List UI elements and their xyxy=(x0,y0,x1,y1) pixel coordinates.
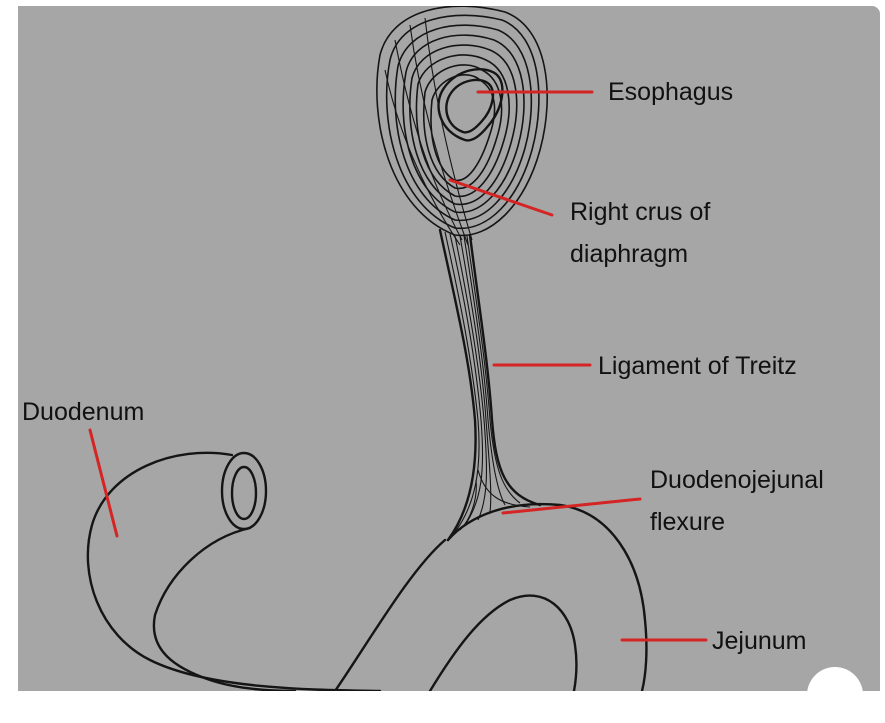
label-duodenum: Duodenum xyxy=(22,398,144,426)
ligament-of-treitz xyxy=(440,230,540,540)
label-ligament: Ligament of Treitz xyxy=(598,352,797,380)
label-esophagus: Esophagus xyxy=(608,78,733,106)
label-flexure-line1: Duodenojejunal xyxy=(650,466,824,494)
label-jejunum: Jejunum xyxy=(712,627,807,655)
label-flexure-line2: flexure xyxy=(650,508,725,536)
corner-badge xyxy=(807,667,863,723)
right-crus-loops xyxy=(377,6,547,245)
anatomy-diagram: Esophagus Right crus of diaphragm Ligame… xyxy=(0,0,885,691)
label-right-crus-line2: diaphragm xyxy=(570,240,688,268)
label-right-crus-line1: Right crus of xyxy=(570,198,710,226)
duodenum-jejunum xyxy=(88,453,647,691)
